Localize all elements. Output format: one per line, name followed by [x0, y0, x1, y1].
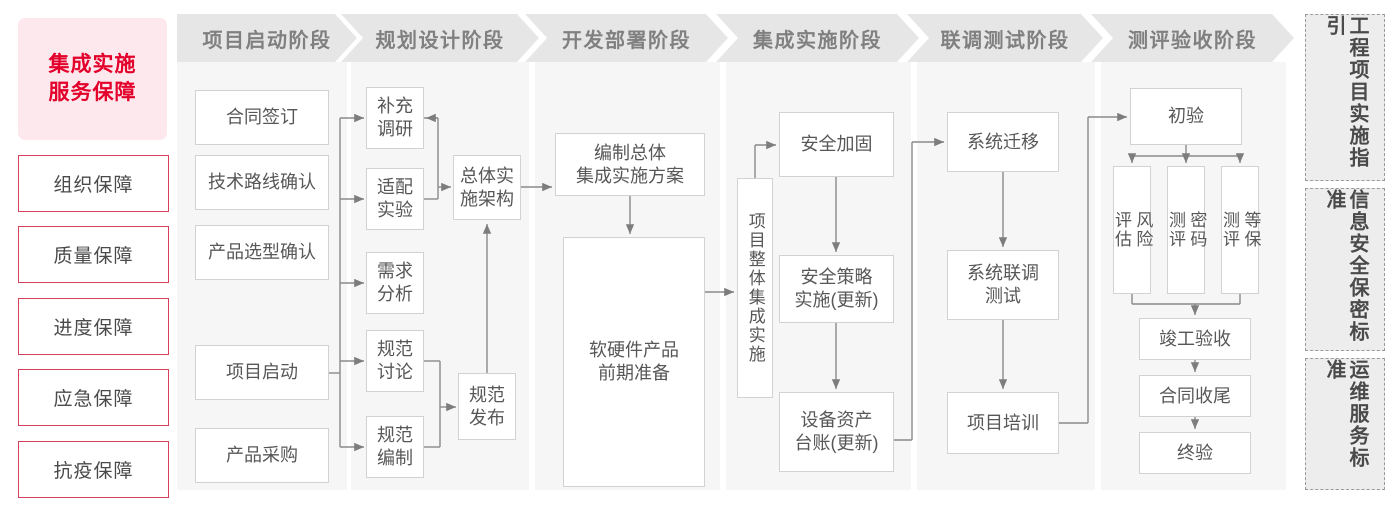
node-label: 等保测评: [1220, 211, 1261, 249]
node-overall-integration-plan[interactable]: 编制总体集成实施方案: [555, 133, 705, 196]
node-spec-discussion[interactable]: 规范讨论: [366, 330, 424, 392]
node-label: 产品采购: [226, 445, 298, 466]
standard-ops-service[interactable]: 运维服务标准: [1305, 358, 1385, 490]
phase-header-label: 项目启动阶段: [202, 29, 332, 52]
node-label: 适配实验: [377, 177, 413, 220]
node-mlps-evaluation[interactable]: 等保测评: [1220, 166, 1261, 294]
guarantee-label: 组织保障: [53, 175, 134, 196]
node-label: 软硬件产品前期准备: [589, 340, 679, 383]
node-label: 系统联调测试: [967, 263, 1039, 306]
guarantee-item-schedule[interactable]: 进度保障: [18, 298, 169, 355]
node-label: 项目整体集成实施: [745, 212, 765, 364]
node-hardware-software-preparation[interactable]: 软硬件产品前期准备: [563, 237, 705, 487]
node-label: 项目培训: [967, 412, 1039, 433]
node-overall-implementation-architecture[interactable]: 总体实施架构: [453, 155, 521, 220]
node-label: 补充调研: [377, 96, 413, 139]
node-product-selection-confirm[interactable]: 产品选型确认: [195, 225, 329, 280]
node-label: 风险评估: [1112, 211, 1153, 249]
node-label: 终验: [1177, 442, 1213, 463]
phase-header-label: 集成实施阶段: [753, 29, 882, 52]
node-system-migration[interactable]: 系统迁移: [947, 112, 1059, 172]
phase-header-label: 开发部署阶段: [562, 29, 691, 52]
node-requirement-analysis[interactable]: 需求分析: [366, 252, 424, 314]
node-cryptography-evaluation[interactable]: 密码测评: [1166, 166, 1207, 294]
standard-infosec-confidentiality[interactable]: 信息安全保密标准: [1305, 188, 1385, 351]
node-label: 初验: [1168, 106, 1204, 127]
guarantee-item-emergency[interactable]: 应急保障: [18, 369, 169, 426]
phase-header-label: 规划设计阶段: [375, 29, 505, 52]
guarantee-label: 抗疫保障: [53, 461, 134, 482]
standard-engineering-guideline[interactable]: 工程项目实施指引: [1305, 14, 1385, 181]
standard-label: 工程项目实施指引: [1323, 15, 1368, 169]
phase-header-5[interactable]: 联调测试阶段: [907, 14, 1103, 62]
node-label: 需求分析: [377, 261, 413, 304]
node-system-joint-debugging-test[interactable]: 系统联调测试: [947, 250, 1059, 320]
node-contract-signing[interactable]: 合同签订: [195, 90, 329, 145]
node-label: 竣工验收: [1159, 328, 1231, 349]
node-completion-acceptance[interactable]: 竣工验收: [1139, 318, 1251, 360]
node-label: 合同收尾: [1159, 385, 1231, 406]
node-label: 设备资产台账(更新): [794, 410, 879, 453]
node-label: 安全加固: [800, 134, 873, 155]
node-spec-release[interactable]: 规范发布: [458, 373, 516, 440]
phase-header-6[interactable]: 测评验收阶段: [1091, 14, 1294, 62]
phase-header-label: 联调测试阶段: [940, 29, 1070, 52]
node-final-acceptance[interactable]: 终验: [1139, 432, 1251, 474]
node-label: 项目启动: [226, 362, 298, 383]
node-label: 规范讨论: [377, 339, 413, 382]
node-equipment-asset-ledger[interactable]: 设备资产台账(更新): [779, 392, 894, 472]
node-supplementary-research[interactable]: 补充调研: [366, 87, 424, 149]
standard-label: 运维服务标准: [1323, 359, 1368, 469]
phase-header-1[interactable]: 项目启动阶段: [177, 14, 357, 62]
left-panel-title-line1: 集成实施: [48, 53, 137, 77]
node-spec-drafting[interactable]: 规范编制: [366, 416, 424, 478]
node-label: 合同签订: [226, 107, 298, 128]
node-label: 总体实施架构: [460, 165, 514, 209]
node-contract-closure[interactable]: 合同收尾: [1139, 375, 1251, 417]
left-panel-title: 集成实施 服务保障: [18, 18, 167, 140]
guarantee-item-quality[interactable]: 质量保障: [18, 226, 169, 283]
node-security-policy-implementation[interactable]: 安全策略实施(更新): [779, 255, 894, 323]
node-risk-assessment[interactable]: 风险评估: [1112, 166, 1153, 294]
node-label: 产品选型确认: [208, 242, 316, 263]
phase-header-2[interactable]: 规划设计阶段: [341, 14, 539, 62]
node-label: 编制总体集成实施方案: [576, 142, 684, 186]
node-preliminary-acceptance[interactable]: 初验: [1130, 88, 1242, 145]
guarantee-label: 应急保障: [53, 389, 134, 410]
guarantee-label: 质量保障: [53, 246, 134, 267]
node-label: 规范发布: [469, 384, 505, 428]
node-project-training[interactable]: 项目培训: [947, 392, 1059, 454]
node-label: 密码测评: [1166, 211, 1207, 249]
node-project-kickoff[interactable]: 项目启动: [195, 345, 329, 400]
phase-header-label: 测评验收阶段: [1128, 29, 1257, 52]
node-label: 技术路线确认: [208, 172, 316, 193]
left-panel-title-line2: 服务保障: [48, 81, 137, 104]
node-label: 安全策略实施(更新): [794, 267, 879, 310]
phase-header-3[interactable]: 开发部署阶段: [525, 14, 728, 62]
node-label: 系统迁移: [967, 131, 1039, 152]
node-label: 规范编制: [377, 425, 413, 468]
node-tech-route-confirm[interactable]: 技术路线确认: [195, 155, 329, 210]
node-adaptation-test[interactable]: 适配实验: [366, 168, 424, 230]
guarantee-item-organization[interactable]: 组织保障: [18, 155, 169, 212]
node-product-purchase[interactable]: 产品采购: [195, 428, 329, 483]
guarantee-label: 进度保障: [53, 318, 134, 339]
phase-header-4[interactable]: 集成实施阶段: [716, 14, 919, 62]
node-security-hardening[interactable]: 安全加固: [779, 112, 894, 177]
standard-label: 信息安全保密标准: [1323, 189, 1368, 343]
node-project-overall-integration[interactable]: 项目整体集成实施: [737, 178, 773, 398]
guarantee-item-epidemic[interactable]: 抗疫保障: [18, 441, 169, 498]
